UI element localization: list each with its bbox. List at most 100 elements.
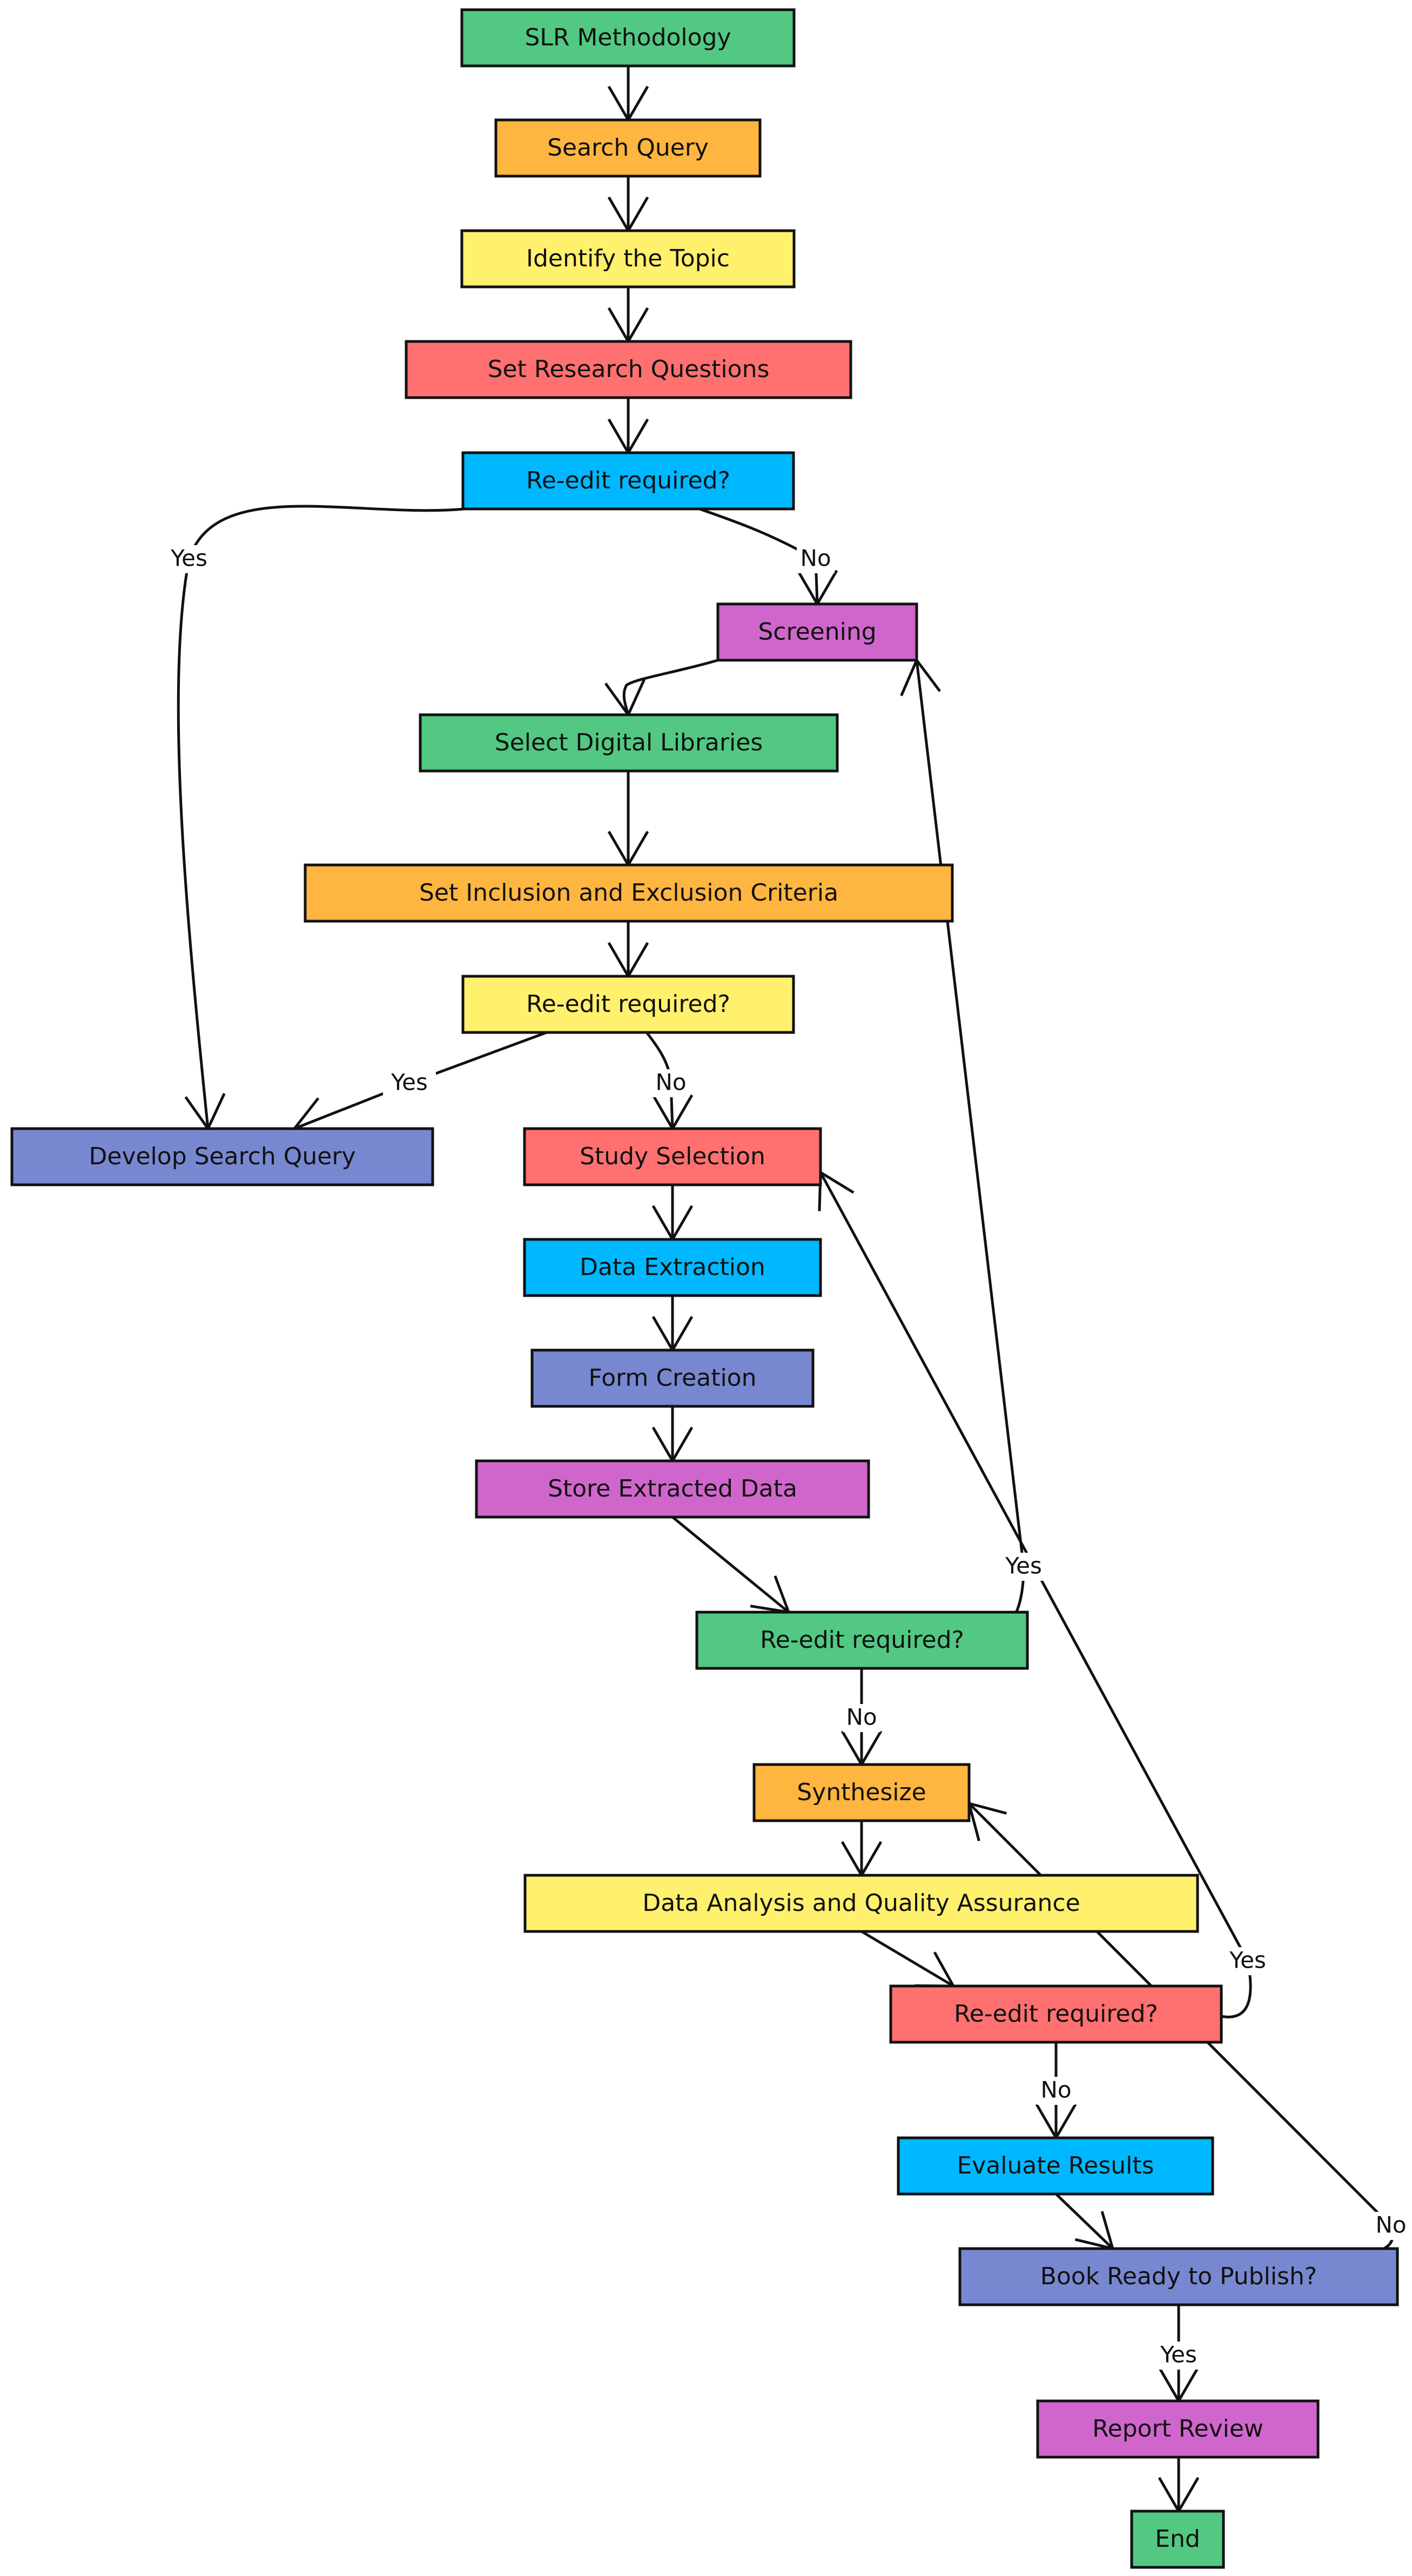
edge-reedit-3-to-screening (900, 658, 1025, 1638)
node-screening: Screening (716, 602, 918, 662)
node-label: End (1155, 2525, 1200, 2553)
node-end: End (1130, 2510, 1225, 2569)
edge-form-creation-to-store-data (651, 1406, 694, 1464)
node-box (1036, 2399, 1320, 2459)
node-analysis-qa: Data Analysis and Quality Assurance (523, 1874, 1199, 1933)
node-label: Screening (758, 618, 876, 646)
node-label: Data Extraction (580, 1253, 765, 1281)
edge-label-background (997, 1553, 1050, 1581)
edge-report-review-to-end (1158, 2457, 1200, 2514)
edge-label-yes: Yes (997, 1553, 1050, 1581)
node-box (10, 1127, 434, 1186)
node-box (494, 118, 762, 178)
node-box (1130, 2510, 1225, 2569)
node-box (460, 8, 796, 68)
edge-screening-to-digital-libraries (604, 659, 718, 717)
node-label: Re-edit required? (526, 990, 730, 1018)
node-label: Data Analysis and Quality Assurance (642, 1889, 1080, 1917)
edge-label-text: Yes (1160, 2342, 1197, 2368)
edge-digital-libraries-to-criteria (607, 771, 649, 868)
node-label: Set Inclusion and Exclusion Criteria (419, 879, 838, 907)
node-book-ready: Book Ready to Publish? (958, 2247, 1399, 2306)
edge-line (915, 660, 1025, 1638)
edge-label-no: No (1372, 2212, 1410, 2240)
node-study-selection: Study Selection (523, 1127, 822, 1186)
edge-analysis-qa-to-reedit-4 (860, 1930, 956, 1988)
node-report-review: Report Review (1036, 2399, 1320, 2459)
edge-label-background (383, 1069, 436, 1097)
node-reedit-4: Re-edit required? (889, 1984, 1223, 2044)
edge-synthesize-to-analysis-qa (841, 1821, 883, 1878)
node-develop-query: Develop Search Query (10, 1127, 434, 1186)
edge-line (671, 1516, 790, 1613)
node-box (530, 1349, 815, 1408)
edge-label-text: No (800, 545, 831, 572)
node-box (461, 451, 795, 511)
node-box (752, 1763, 971, 1822)
node-slr: SLR Methodology (460, 8, 796, 68)
node-identify-topic: Identify the Topic (460, 229, 796, 289)
node-label: Store Extracted Data (548, 1475, 797, 1502)
node-synthesize: Synthesize (752, 1763, 971, 1822)
node-box (475, 1459, 870, 1519)
node-label: Evaluate Results (957, 2152, 1154, 2179)
node-box (304, 863, 954, 923)
node-box (419, 713, 839, 773)
node-label: Develop Search Query (89, 1143, 356, 1170)
node-box (897, 2136, 1214, 2196)
edge-store-data-to-reedit-3 (671, 1516, 791, 1614)
node-box (523, 1238, 822, 1297)
edge-label-text: No (1375, 2212, 1406, 2238)
node-label: Study Selection (580, 1143, 765, 1170)
node-box (889, 1984, 1223, 2044)
edge-label-text: No (655, 1069, 686, 1096)
edge-search-query-to-identify-topic (607, 176, 649, 233)
edge-label-yes: Yes (383, 1069, 436, 1097)
edge-study-selection-to-data-extraction (651, 1185, 694, 1242)
node-label: Re-edit required? (526, 467, 730, 494)
node-label: Select Digital Libraries (495, 729, 763, 756)
edge-label-background (652, 1069, 690, 1097)
arrowhead-icon (915, 1951, 956, 1988)
edge-label-background (1037, 2077, 1075, 2105)
edge-label-background (1152, 2342, 1205, 2370)
node-form-creation: Form Creation (530, 1349, 815, 1408)
edge-line (860, 1930, 954, 1988)
node-label: Re-edit required? (954, 2000, 1158, 2028)
edge-label-text: Yes (1229, 1947, 1266, 1974)
node-store-data: Store Extracted Data (475, 1459, 870, 1519)
node-evaluate: Evaluate Results (897, 2136, 1214, 2196)
edge-label-text: Yes (170, 545, 207, 572)
edge-criteria-to-reedit-2 (607, 921, 649, 979)
edge-label-text: No (1040, 2077, 1071, 2103)
node-reedit-3: Re-edit required? (695, 1611, 1029, 1670)
edge-label-yes: Yes (1152, 2342, 1205, 2370)
node-label: Synthesize (797, 1779, 926, 1806)
node-box (958, 2247, 1399, 2306)
edge-label-no: No (652, 1069, 690, 1097)
edge-label-background (797, 545, 835, 573)
edge-line (177, 505, 465, 1129)
node-research-questions: Set Research Questions (405, 340, 852, 399)
node-reedit-2: Re-edit required? (461, 975, 795, 1034)
node-box (460, 229, 796, 289)
edge-label-background (1221, 1947, 1274, 1975)
edge-label-text: Yes (1005, 1553, 1042, 1579)
node-data-extraction: Data Extraction (523, 1238, 822, 1297)
node-search-query: Search Query (494, 118, 762, 178)
node-label: Report Review (1092, 2415, 1263, 2443)
node-label: Form Creation (589, 1364, 757, 1392)
edge-line (1055, 2193, 1114, 2250)
node-criteria: Set Inclusion and Exclusion Criteria (304, 863, 954, 923)
edge-label-text: Yes (391, 1069, 428, 1096)
edge-label-no: No (1037, 2077, 1075, 2105)
node-box (523, 1874, 1199, 1933)
node-reedit-1: Re-edit required? (461, 451, 795, 511)
edge-label-no: No (843, 1704, 880, 1732)
node-label: Re-edit required? (760, 1626, 964, 1654)
edge-label-yes: Yes (1221, 1947, 1274, 1975)
edge-slr-to-search-query (607, 66, 649, 123)
edge-research-questions-to-reedit-1 (607, 398, 649, 455)
node-label: SLR Methodology (525, 24, 731, 51)
